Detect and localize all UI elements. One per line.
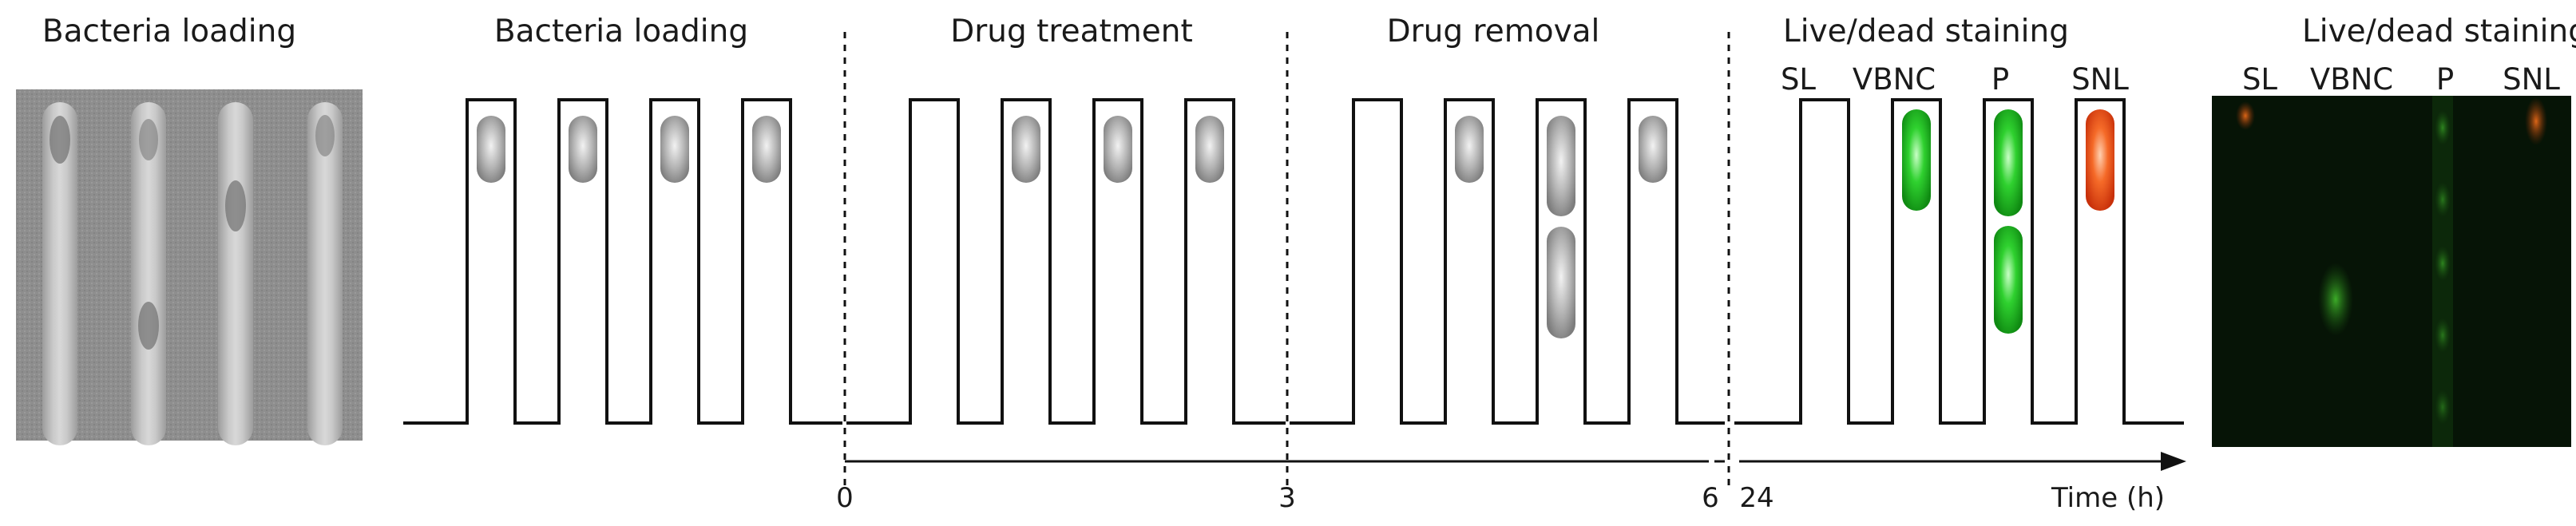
micro-channel [307,102,343,445]
phase-title-staining: Live/dead staining [1783,14,2069,49]
bacterium [660,116,689,183]
time-axis-arrow [2161,452,2186,471]
bacterium [1547,116,1575,216]
fluor-spot-green [2435,390,2451,425]
micro-bacterium [315,115,335,156]
bacterium-persister-green [1994,109,2023,216]
left-panel-title: Bacteria loading [42,14,296,49]
time-axis-label: Time (h) [2051,482,2165,514]
fluor-spot-green [2435,318,2451,353]
micro-bacterium [50,116,70,164]
bacterium [752,116,781,183]
staining-chamber-labels: SL VBNC P SNL [1781,62,2129,97]
chamber-label-snl: SNL [2071,62,2129,97]
micro-bacterium [138,302,159,350]
bacterium [1104,116,1132,183]
time-tick-24: 24 [1739,482,1773,514]
micro-bacterium [225,180,246,231]
fluor-spot-green [2435,182,2451,217]
fluor-spot-red [2236,101,2255,130]
bacterium [1012,116,1040,183]
bacterium [1195,116,1224,183]
bacterium [1455,116,1484,183]
time-tick-6: 6 [1702,482,1719,514]
bacteria-loading [477,116,781,183]
bacterium [569,116,597,183]
bacterium [1639,116,1667,183]
channel-profile-loading [403,98,842,425]
micro-channel [131,102,166,445]
bacteria-treatment [1012,116,1224,183]
fluor-spot-green [2435,246,2451,281]
bacteria-removal [1455,116,1667,338]
fluor-col-label-snl: SNL [2503,62,2560,97]
bacterium-snl-red [2086,109,2114,211]
micro-channel [42,102,77,445]
bacterium [1547,227,1575,338]
phase-title-treatment: Drug treatment [950,14,1193,49]
micro-channel [218,102,253,445]
bacterium [477,116,505,183]
chamber-label-p: P [1991,62,2009,97]
time-tick-0: 0 [836,482,854,514]
phase-title-removal: Drug removal [1387,14,1600,49]
right-fluorescence-panel: Live/dead staining SL VBNC P SNL [2212,14,2576,447]
time-axis: 0 3 6 24 Time (h) [836,452,2186,514]
fluor-spot-green [2435,110,2451,145]
bacterium-vbnc-green [1902,109,1931,211]
fluor-col-label-sl: SL [2242,62,2277,97]
time-tick-3: 3 [1278,482,1296,514]
micro-bacterium [139,119,158,160]
fluorescence-image [2212,96,2571,447]
fluor-spot-green [2318,263,2353,336]
micrograph-channels [42,102,343,445]
fluor-spot-red [2525,97,2547,145]
phase-title-loading: Bacteria loading [494,14,748,49]
right-panel-title: Live/dead staining [2302,14,2576,49]
fluor-col-label-vbnc: VBNC [2310,62,2393,97]
channel-profile-staining [1734,98,2184,425]
fluor-col-label-p: P [2436,62,2454,97]
left-micrograph-panel: Bacteria loading [16,14,363,445]
chamber-label-sl: SL [1781,62,1816,97]
bacteria-staining [1902,109,2114,334]
channel-profile-treatment [846,98,1286,425]
chamber-label-vbnc: VBNC [1853,62,1936,97]
channel-profile-removal [1290,98,1725,425]
bacterium-persister-green [1994,226,2023,334]
